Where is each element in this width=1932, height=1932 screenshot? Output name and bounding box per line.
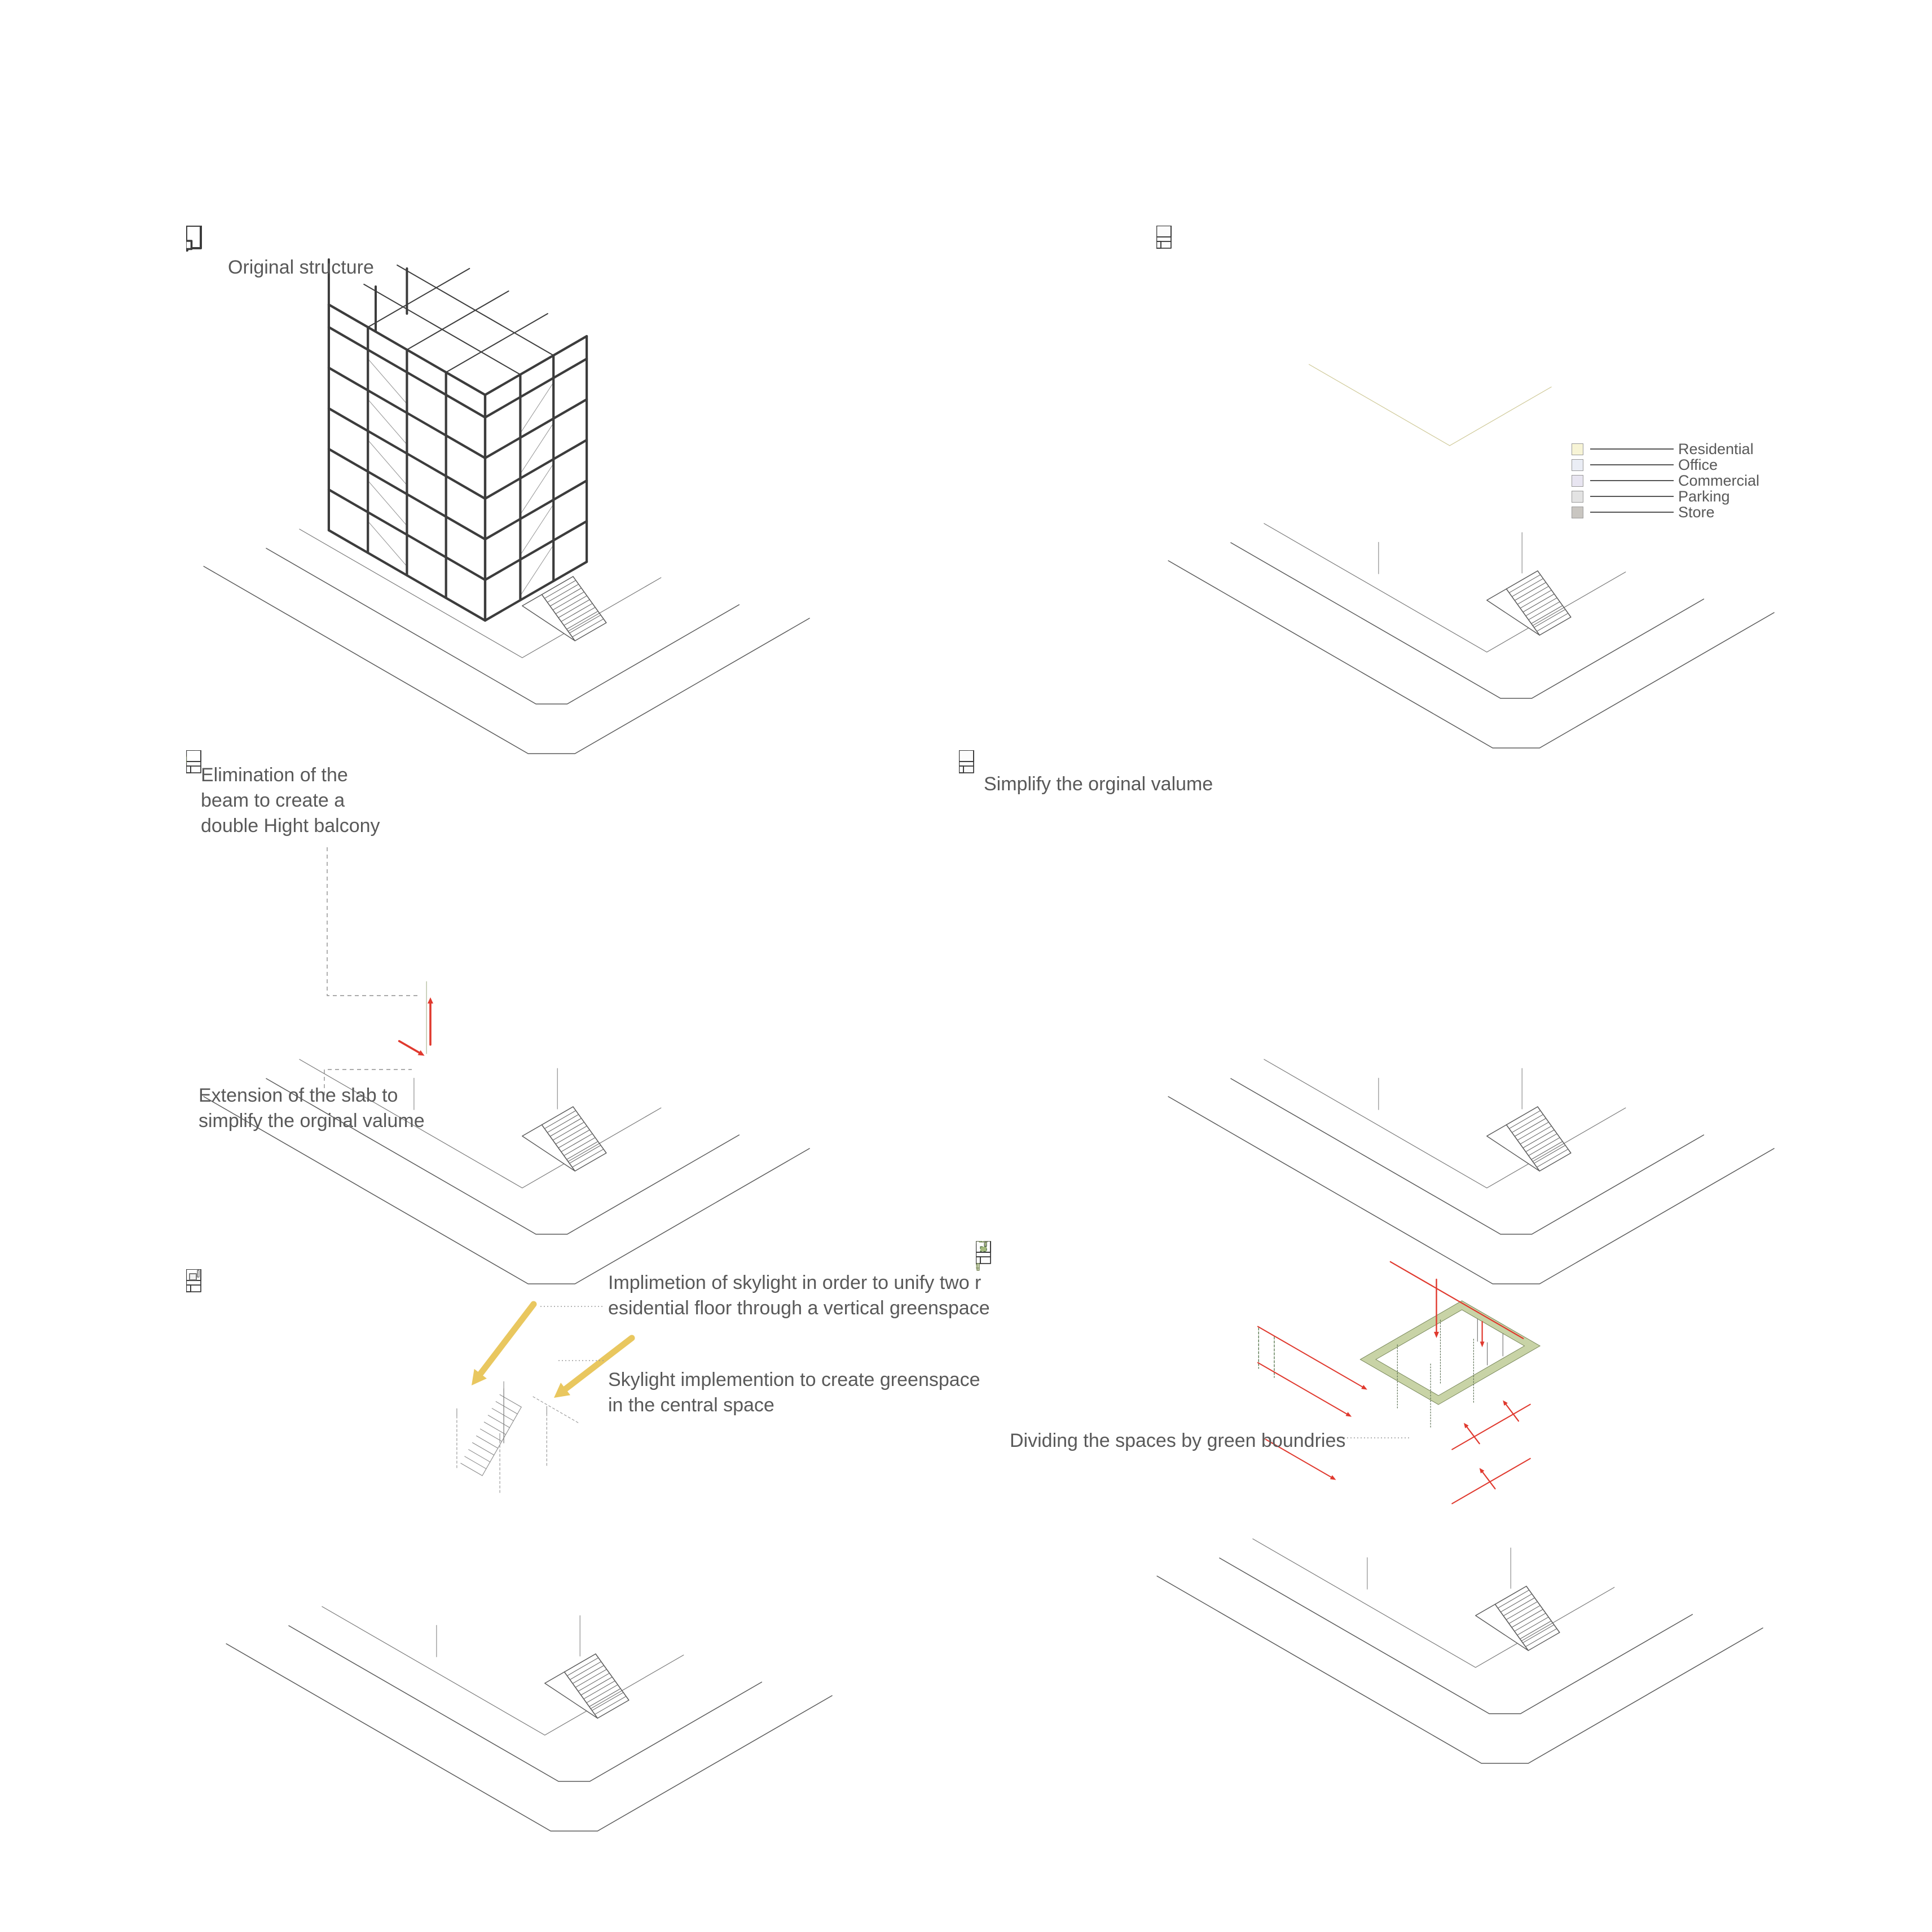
legend-swatch — [1572, 443, 1583, 455]
legend-swatch — [1572, 506, 1583, 518]
slab-extension-label: Extension of the slab to simplify the or… — [199, 1085, 425, 1132]
green-boundaries — [976, 1241, 1541, 1504]
street — [203, 529, 810, 754]
legend-swatch — [1572, 459, 1583, 471]
green-boundaries-drawing — [976, 1241, 1763, 1764]
original-structure-drawing — [186, 226, 810, 754]
strip-skylight — [197, 1270, 579, 1423]
program-bands — [1156, 226, 1552, 446]
entry-stair — [1475, 1586, 1560, 1651]
building-mass — [976, 1241, 992, 1265]
skylight-unify-label: Implimetion of skylight in order to unif… — [608, 1272, 990, 1319]
roof-skylight-shaft — [189, 1273, 547, 1495]
street — [1168, 523, 1775, 749]
legend-row-office: Office — [1572, 457, 1759, 473]
legend-row-parking: Parking — [1572, 488, 1759, 504]
entry-stair — [522, 1106, 607, 1172]
program-volume-drawing — [1156, 226, 1775, 749]
legend-line — [1590, 496, 1674, 497]
simplified-volume-drawing — [959, 750, 1775, 1284]
entry-stair — [544, 1653, 630, 1719]
legend-row-commercial: Commercial — [1572, 473, 1759, 488]
diagram-skylight — [186, 1269, 993, 1907]
ground-floor — [959, 750, 1522, 1110]
beam-elimination-drawing — [186, 750, 810, 1284]
skylight-central-label: Skylight implemention to create greenspa… — [608, 1369, 980, 1416]
legend-label: Commercial — [1678, 472, 1760, 489]
street — [1156, 1538, 1763, 1764]
diagram-original-structure — [186, 226, 863, 795]
entry-stair — [1486, 570, 1572, 636]
leader-elimination — [327, 847, 420, 996]
original-structure-label: Original structure — [228, 257, 374, 278]
double-height-balcony-highlight — [186, 756, 433, 1056]
diagram-beam-elimination — [186, 750, 891, 1320]
legend-label: Residential — [1678, 440, 1754, 457]
diagram-simplified-volume — [959, 750, 1805, 1320]
building-mass — [186, 750, 202, 774]
legend-swatch — [1572, 474, 1583, 487]
leader-extension — [324, 1069, 412, 1095]
diagram-program-volume — [1156, 226, 1861, 795]
green-boundaries-label: Dividing the spaces by green boundries — [1010, 1430, 1346, 1451]
street — [1168, 1059, 1775, 1284]
legend-row-residential: Residential — [1572, 441, 1759, 457]
beam-elimination-label: Elimination of the beam to create a doub… — [201, 764, 380, 837]
legend-line — [1590, 512, 1674, 513]
legend-swatch — [1572, 490, 1583, 503]
legend: Residential Office Commercial Parking St… — [1572, 441, 1759, 520]
building-mass — [959, 750, 975, 774]
legend-label: Store — [1678, 503, 1715, 521]
skylight-drawing — [186, 1269, 833, 1832]
legend-line — [1590, 480, 1674, 481]
structural-frame — [186, 226, 588, 622]
ground-floor — [186, 750, 558, 1110]
legend-row-store: Store — [1572, 504, 1759, 520]
simplify-volume-label: Simplify the orginal valume — [984, 773, 1213, 795]
entry-stair — [522, 576, 607, 641]
sunlight-arrow — [472, 1301, 537, 1385]
ground-floor — [976, 1241, 1511, 1590]
legend-line — [1590, 464, 1674, 465]
ground-floor — [1156, 226, 1522, 574]
legend-label: Parking — [1678, 487, 1730, 505]
legend-line — [1590, 448, 1674, 450]
building-mass — [1156, 226, 1172, 249]
entry-stair — [1486, 1106, 1572, 1172]
legend-label: Office — [1678, 456, 1718, 473]
street — [226, 1606, 833, 1832]
sunlight-arrow — [554, 1335, 635, 1398]
street — [203, 1059, 810, 1284]
diagram-green-boundaries — [976, 1241, 1856, 1932]
ground-floor — [186, 1269, 580, 1657]
